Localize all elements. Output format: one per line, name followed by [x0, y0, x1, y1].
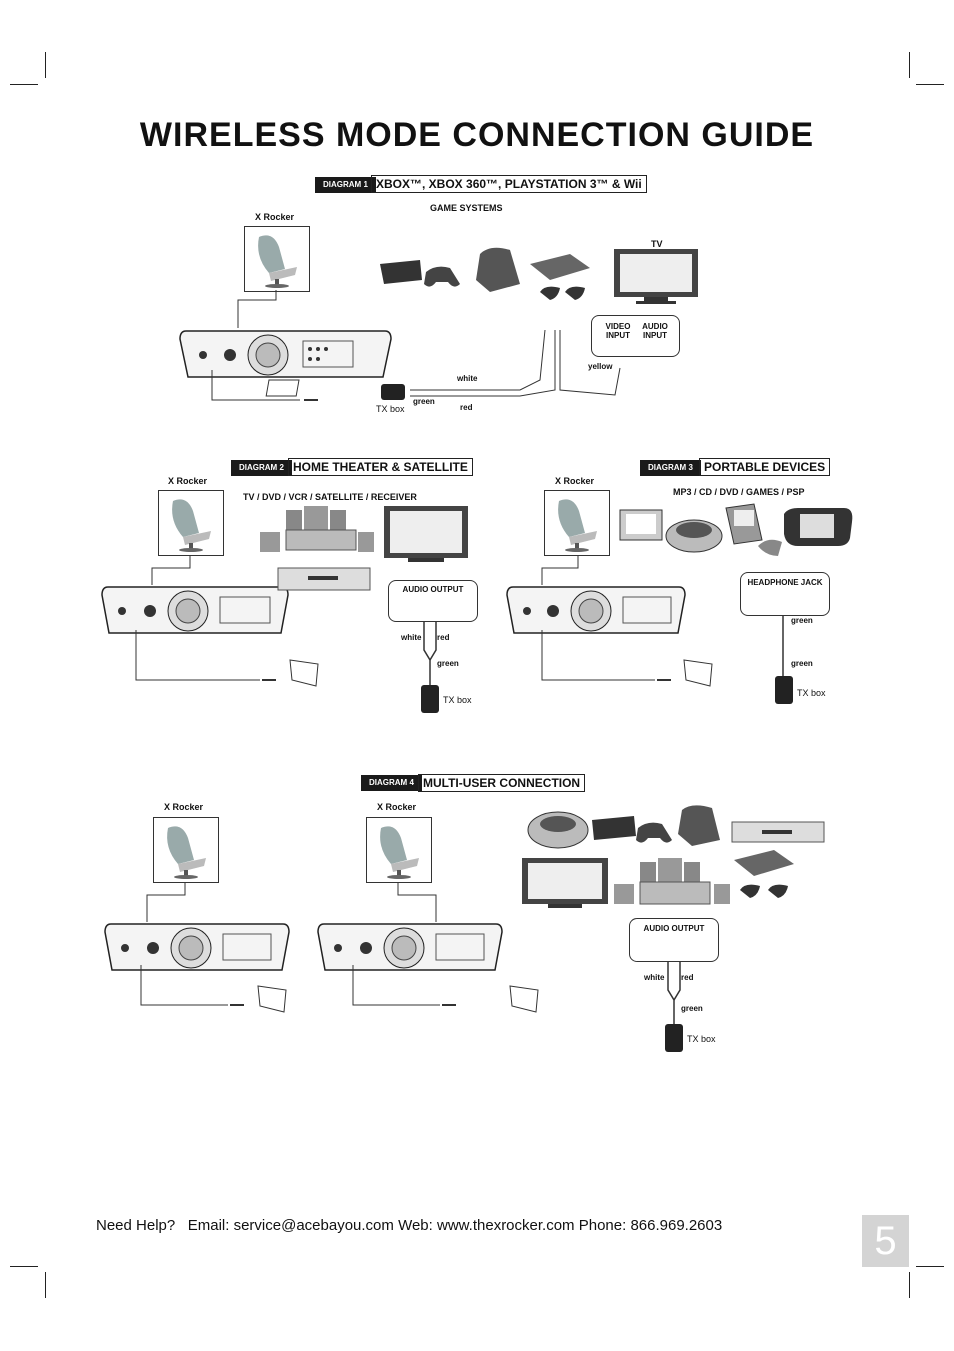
diagram2-tag: DIAGRAM 2 [231, 460, 292, 476]
green-cable-label: green [681, 1004, 703, 1013]
help-footer: Need Help? Email: service@acebayou.com W… [96, 1217, 722, 1234]
email-link[interactable]: service@acebayou.com [233, 1217, 394, 1234]
audio-input-label: AUDIO INPUT [642, 322, 668, 340]
diagram2-title: HOME THEATER & SATELLITE [288, 458, 473, 476]
crop-mark [916, 1266, 944, 1267]
white-cable-label: white [401, 633, 422, 642]
diagram3-title: PORTABLE DEVICES [699, 458, 831, 476]
diagram4-tag: DIAGRAM 4 [361, 775, 422, 791]
diagram1-title: XBOX™, XBOX 360™, PLAYSTATION 3™ & Wii [371, 175, 647, 193]
tv-label: TV [651, 239, 663, 249]
green-cable-label: green [791, 616, 813, 625]
diagram3-chair-label: X Rocker [555, 476, 595, 486]
web-link[interactable]: www.thexrocker.com [437, 1217, 575, 1234]
tx-box-label: TX box [797, 688, 826, 698]
diagram4-sources-image [522, 805, 825, 908]
diagram2-cables [135, 555, 439, 713]
control-panel [178, 327, 393, 382]
diagram3-sources-label: MP3 / CD / DVD / GAMES / PSP [673, 487, 805, 497]
audio-output-label: AUDIO OUTPUT [643, 924, 705, 933]
diagram3-cables [541, 555, 793, 704]
crop-mark [45, 52, 46, 78]
crop-mark [909, 52, 910, 78]
diagram1-cables [211, 290, 621, 401]
video-input-label: VIDEO INPUT [605, 322, 631, 340]
tv-input-jacks: VIDEO INPUT AUDIO INPUT [591, 315, 680, 357]
x-rocker-chair-image [158, 490, 224, 556]
home-theater-image [260, 506, 468, 591]
x-rocker-chair-image [153, 817, 219, 883]
crop-mark [10, 1266, 38, 1267]
game-systems-label: GAME SYSTEMS [430, 203, 503, 213]
x-rocker-chair-image [544, 490, 610, 556]
audio-output-jacks: AUDIO OUTPUT [629, 918, 719, 962]
tx-box-label: TX box [443, 695, 472, 705]
white-cable-label: white [644, 973, 665, 982]
phone-number: 866.969.2603 [630, 1217, 723, 1234]
crop-mark [10, 84, 38, 85]
white-cable-label: white [457, 374, 478, 383]
diagram1-chair-label: X Rocker [255, 212, 295, 222]
crop-mark [909, 1272, 910, 1298]
phone-label: Phone: [578, 1217, 627, 1234]
diagram4-cables [140, 882, 683, 1052]
red-cable-label: red [437, 633, 450, 642]
crop-mark [45, 1272, 46, 1298]
control-panel [316, 920, 504, 975]
audio-output-jacks: AUDIO OUTPUT [388, 580, 478, 622]
control-panel [100, 583, 290, 638]
page-number: 5 [862, 1215, 909, 1267]
tx-box-label: TX box [376, 404, 405, 414]
diagram1-tag: DIAGRAM 1 [315, 177, 376, 193]
tx-box-label: TX box [687, 1034, 716, 1044]
page-title: WIRELESS MODE CONNECTION GUIDE [139, 116, 815, 154]
red-cable-label: red [681, 973, 694, 982]
diagram4-title: MULTI-USER CONNECTION [418, 774, 586, 792]
green-cable-label: green [413, 397, 435, 406]
web-label: Web: [398, 1217, 433, 1234]
green-cable-label: green [791, 659, 813, 668]
control-panel [505, 583, 687, 638]
green-cable-label: green [437, 659, 459, 668]
diagram4-chair-label-1: X Rocker [164, 802, 204, 812]
diagram2-chair-label: X Rocker [168, 476, 208, 486]
portable-devices-image [619, 503, 853, 556]
audio-output-label: AUDIO OUTPUT [402, 585, 464, 594]
game-consoles-image [380, 247, 590, 300]
help-label: Need Help? [96, 1217, 176, 1234]
headphone-jack-box: HEADPHONE JACK [740, 572, 830, 616]
diagram2-sources-label: TV / DVD / VCR / SATELLITE / RECEIVER [243, 492, 417, 502]
email-label: Email: [187, 1217, 230, 1234]
crop-mark [916, 84, 944, 85]
tv-image [614, 249, 698, 304]
control-panel [103, 920, 291, 975]
red-cable-label: red [460, 403, 473, 412]
x-rocker-chair-image [244, 226, 310, 292]
x-rocker-chair-image [366, 817, 432, 883]
yellow-cable-label: yellow [588, 362, 613, 371]
headphone-jack-label: HEADPHONE JACK [747, 578, 823, 587]
diagram3-tag: DIAGRAM 3 [640, 460, 701, 476]
diagram4-chair-label-2: X Rocker [377, 802, 417, 812]
